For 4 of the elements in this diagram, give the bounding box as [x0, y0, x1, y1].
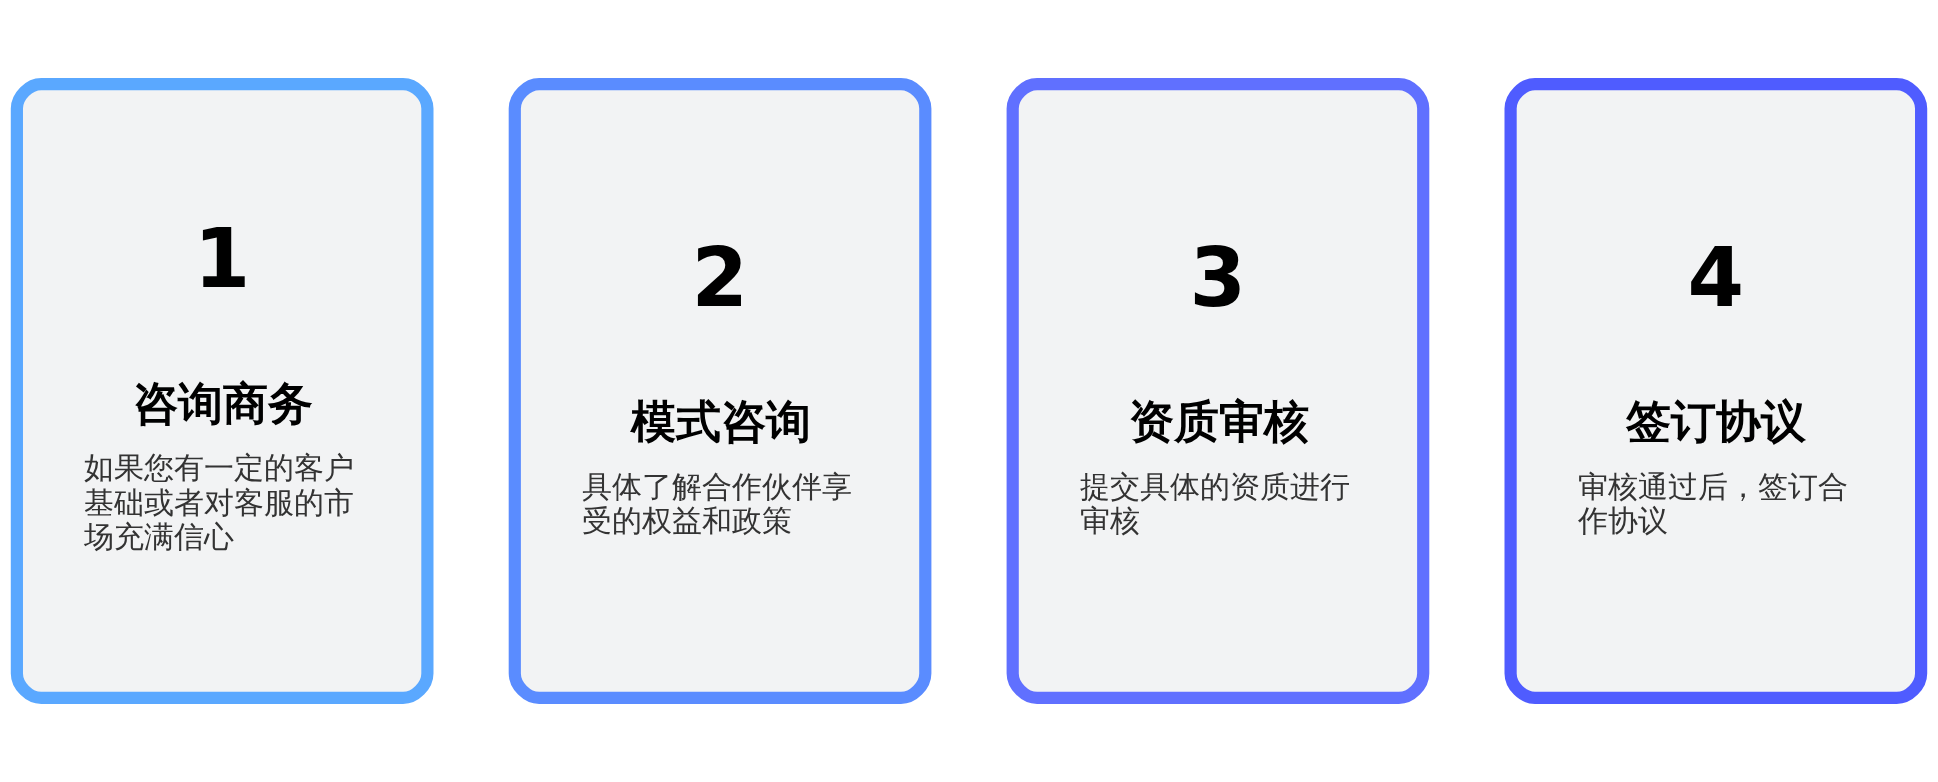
- node-box: 1 咨询商务 如果您有一定的客户基础或者对客服的市场充满信心: [10, 78, 434, 704]
- node-box: 2 模式咨询 具体了解合作伙伴享受的权益和政策: [508, 78, 932, 704]
- node-box: 4 签订协议 审核通过后，签订合作协议: [1504, 78, 1928, 704]
- node-box: 3 资质审核 提交具体的资质进行审核: [1006, 78, 1430, 704]
